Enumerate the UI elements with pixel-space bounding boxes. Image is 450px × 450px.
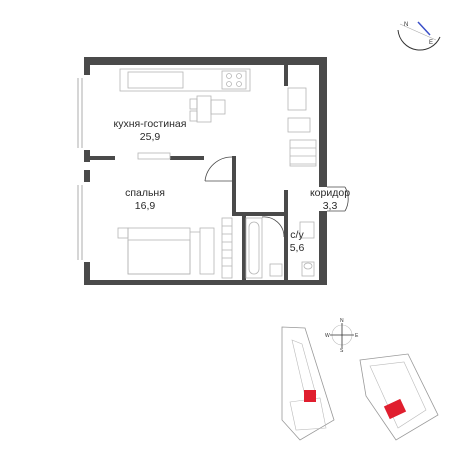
mini-compass-e: E: [355, 333, 359, 339]
room-area: 25,9: [139, 131, 161, 143]
room-area: 5,6: [289, 242, 305, 254]
compass-letter-n: N: [404, 22, 408, 28]
room-label-bedroom: спальня 16,9: [115, 187, 175, 213]
room-area: 3,3: [322, 200, 338, 212]
mini-compass-n: N: [340, 318, 344, 324]
walls: [84, 57, 327, 285]
room-name: спальня: [125, 187, 165, 199]
compass-letter-e: E: [429, 40, 433, 46]
mini-compass-w: W: [325, 333, 330, 339]
compass-main: N E: [397, 21, 441, 51]
site-map: [281, 326, 439, 441]
site-map-highlight-left: [304, 390, 316, 402]
doors: [204, 156, 349, 238]
room-name: кухня-гостиная: [113, 118, 187, 130]
mini-compass-s: S: [340, 348, 344, 354]
furniture: [117, 68, 317, 279]
room-label-bathroom: с/у 5,6: [282, 229, 312, 255]
room-name: коридор: [309, 187, 351, 199]
windows: [77, 78, 83, 260]
room-label-kitchen-living: кухня-гостиная 25,9: [105, 118, 195, 144]
room-name: с/у: [290, 229, 304, 241]
room-label-corridor: коридор 3,3: [301, 187, 359, 213]
site-map-highlight-right: [383, 398, 407, 420]
compass-mini: N W E S: [325, 318, 359, 354]
room-area: 16,9: [134, 200, 156, 212]
